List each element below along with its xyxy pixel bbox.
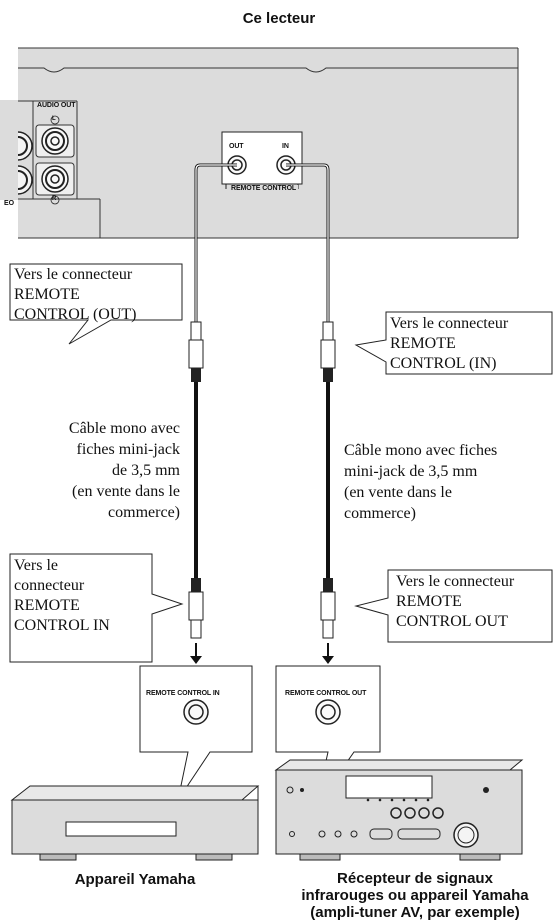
device-jack-label-left: REMOTE CONTROL IN [146,690,220,697]
cable-line: de 3,5 mm [112,462,180,479]
cable-line: mini-jack de 3,5 mm [344,463,478,480]
cable-line: commerce) [108,504,180,521]
caption-line: infrarouges ou appareil Yamaha [301,887,529,904]
remote-control-panel [221,131,303,189]
cable-line: fiches mini-jack [76,441,180,458]
callout-line: CONTROL (IN) [390,355,497,372]
video-label-fragment: EO [4,200,14,207]
audio-left-label: L [52,116,56,122]
device-jack-callout-left [139,665,253,801]
callout-right-bottom: Vers le connecteur REMOTE CONTROL OUT [396,572,514,632]
cable-line: Câble mono avec fiches [344,442,498,459]
cable-line: (en vente dans le [72,483,180,500]
callout-line: CONTROL (OUT) [14,306,137,323]
device-jack-label-right: REMOTE CONTROL OUT [285,690,367,697]
callout-line: CONTROL OUT [396,613,508,630]
video-jacks-partial [0,100,33,200]
arrow-down-right [322,643,334,664]
callout-line: REMOTE [390,335,456,352]
audio-right-label: R [52,196,57,202]
callout-right-top-shape [354,311,553,375]
callout-line: CONTROL IN [14,617,110,634]
callout-left-bottom-shape [9,553,184,663]
callout-line: Vers le connecteur [390,315,509,332]
caption-line: Récepteur de signaux [337,870,493,887]
callout-left-top: Vers le connecteur REMOTE CONTROL (OUT) [14,265,137,325]
callout-line: Vers le connecteur [14,266,133,283]
receiver-illustration [274,759,524,861]
caption-yamaha-device: Appareil Yamaha [74,871,196,888]
caption-line: (ampli-tuner AV, par exemple) [310,904,520,921]
callout-line: connecteur [14,577,85,594]
cable-line: Câble mono avec [68,420,180,437]
callout-left-top-shape [9,263,183,345]
callout-right-top: Vers le connecteur REMOTE CONTROL (IN) [390,314,508,374]
plug-left-top [188,321,204,639]
arrow-down-left [190,643,202,664]
callout-line: REMOTE [396,593,462,610]
audio-out-jacks [35,115,75,205]
callout-line: REMOTE [14,597,80,614]
remote-control-label: REMOTE CONTROL [229,185,299,192]
callout-line: REMOTE [14,286,80,303]
callout-left-bottom: Vers le connecteur REMOTE CONTROL IN [14,556,110,636]
cable-line: (en vente dans le [344,484,452,501]
player-title: Ce lecteur [242,10,316,27]
callout-right-bottom-shape [354,569,553,643]
audio-out-label: AUDIO OUT [37,102,76,109]
cable-left [194,163,237,322]
remote-out-label: OUT [229,143,244,150]
plug-right [320,321,336,639]
cable-line: commerce) [344,505,416,522]
cable-right [286,163,330,322]
caption-receiver: Récepteur de signaux infrarouges ou appa… [272,870,558,921]
cable-left-description: Câble mono avec fiches mini-jack de 3,5 … [16,418,180,523]
cable-right-description: Câble mono avec fiches mini-jack de 3,5 … [344,440,554,524]
callout-line: Vers le [14,557,58,574]
remote-in-label: IN [282,143,289,150]
yamaha-device-illustration [10,785,260,861]
callout-line: Vers le connecteur [396,573,515,590]
